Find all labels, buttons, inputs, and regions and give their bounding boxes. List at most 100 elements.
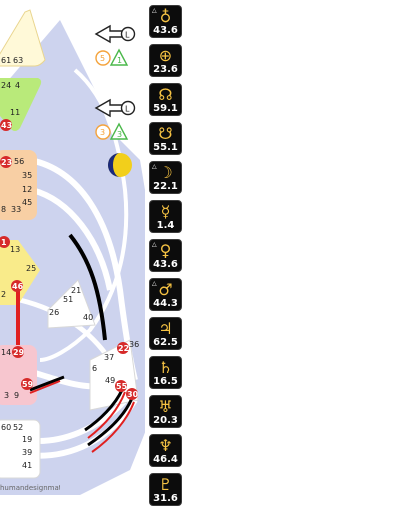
activation-badge xyxy=(126,388,138,400)
mars-icon: ♂ xyxy=(158,280,173,299)
planet-neptune-tile[interactable]: ♆46.4 xyxy=(149,434,182,467)
gate-number: 55 xyxy=(116,382,128,391)
earth-icon: ⊕ xyxy=(158,46,173,65)
gate-number: 6 xyxy=(92,364,97,373)
uranus-icon: ♅ xyxy=(158,397,173,416)
body-silhouette-inner xyxy=(39,68,129,362)
gate-line-value: 43.6 xyxy=(153,25,178,36)
planet-pluto-tile[interactable]: ♇31.6 xyxy=(149,473,182,506)
activation-badge xyxy=(0,236,10,248)
gate-number: 59 xyxy=(22,380,34,389)
gate-number: 33 xyxy=(11,205,21,214)
gate-number: 3 xyxy=(4,391,9,400)
gate-number: 46 xyxy=(12,282,24,291)
tone-number: 5 xyxy=(100,54,105,63)
north-node-icon: ☊ xyxy=(158,85,173,104)
gate-number: 43 xyxy=(1,121,12,130)
triangle-marker-icon: △ xyxy=(152,280,157,287)
gate-number: 56 xyxy=(14,157,24,166)
gate-number: 63 xyxy=(13,56,23,65)
gate-line-value: 23.6 xyxy=(153,64,178,75)
gate-line-value: 22.1 xyxy=(153,181,178,192)
gate-number: 30 xyxy=(127,390,139,399)
planet-north-node-tile[interactable]: ☊59.1 xyxy=(149,83,182,116)
ego-center xyxy=(47,279,96,329)
planet-mercury-tile[interactable]: ☿1.4 xyxy=(149,200,182,233)
arrow-direction: L xyxy=(125,31,130,40)
gate-number: 36 xyxy=(129,340,139,349)
planet-south-node-tile[interactable]: ☋55.1 xyxy=(149,122,182,155)
bodygraph-chart: 61 63 24 4 11 43 23 56 35 12 45 8 33 1 1… xyxy=(0,9,145,495)
channel-design xyxy=(29,380,61,394)
color-number: 3 xyxy=(117,130,122,139)
gate-number: 21 xyxy=(71,286,81,295)
tone-number: 3 xyxy=(100,128,105,137)
gate-line-value: 59.1 xyxy=(153,103,178,114)
planet-mars-tile[interactable]: △♂44.3 xyxy=(149,278,182,311)
g-center xyxy=(0,240,40,305)
activation-badge xyxy=(117,342,129,354)
planet-saturn-tile[interactable]: ♄16.5 xyxy=(149,356,182,389)
variable-arrows: L 5 1 L 3 3 xyxy=(94,24,136,177)
gate-number: 52 xyxy=(13,423,23,432)
footer-url[interactable]: humandesignmatrix.com xyxy=(0,484,60,492)
gate-number: 4 xyxy=(15,81,20,90)
pluto-icon: ♇ xyxy=(158,475,173,494)
gate-number: 51 xyxy=(63,295,73,304)
gate-number: 49 xyxy=(105,376,115,385)
channel-defined xyxy=(87,397,134,447)
neptune-icon: ♆ xyxy=(158,436,173,455)
planet-earth-tile[interactable]: △♁43.6 xyxy=(149,5,182,38)
channel-defined xyxy=(68,233,107,341)
planet-venus-tile[interactable]: △♀43.6 xyxy=(149,239,182,272)
gate-number: 13 xyxy=(10,245,20,254)
planet-earth-tile[interactable]: ⊕23.6 xyxy=(149,44,182,77)
channel-design xyxy=(87,391,126,439)
gate-number: 9 xyxy=(14,391,19,400)
gate-line-value: 55.1 xyxy=(153,142,178,153)
color-number: 1 xyxy=(117,56,122,65)
earth-icon: ♁ xyxy=(159,7,172,26)
gate-number: 12 xyxy=(22,185,32,194)
activation-badge xyxy=(0,119,12,131)
channel-white xyxy=(31,187,113,291)
gate-number: 1 xyxy=(1,238,7,247)
gate-number: 39 xyxy=(22,448,32,457)
moon-icon: ☽ xyxy=(158,163,173,182)
gate-number: 23 xyxy=(1,158,12,167)
activation-badge xyxy=(115,380,127,392)
gate-number: 8 xyxy=(1,205,6,214)
planet-moon-tile[interactable]: △☽22.1 xyxy=(149,161,182,194)
gate-line-value: 62.5 xyxy=(153,337,178,348)
root-center xyxy=(0,419,41,479)
gate-number: 14 xyxy=(1,348,11,357)
planet-activations-column: △♁43.6⊕23.6☊59.1☋55.1△☽22.1☿1.4△♀43.6△♂4… xyxy=(149,5,185,512)
spleen-center xyxy=(89,339,139,411)
mercury-icon: ☿ xyxy=(160,202,171,221)
planet-uranus-tile[interactable]: ♅20.3 xyxy=(149,395,182,428)
planet-jupiter-tile[interactable]: ♃62.5 xyxy=(149,317,182,350)
gate-line-value: 46.4 xyxy=(153,454,178,465)
moon-phase-icon xyxy=(108,153,132,177)
gate-line-value: 16.5 xyxy=(153,376,178,387)
gate-line-value: 20.3 xyxy=(153,415,178,426)
activation-badge xyxy=(0,156,12,168)
gate-number: 11 xyxy=(10,108,20,117)
tone-color-icons: 3 3 xyxy=(95,122,129,140)
gate-number: 41 xyxy=(22,461,32,470)
gate-number: 60 xyxy=(1,423,11,432)
channel-defined xyxy=(29,375,65,392)
gate-number: 61 xyxy=(1,56,11,65)
gate-number: 29 xyxy=(13,348,25,357)
arrow-left-icon: L xyxy=(94,98,136,118)
gate-number: 35 xyxy=(22,171,32,180)
gate-number: 2 xyxy=(1,290,6,299)
gate-line-value: 44.3 xyxy=(153,298,178,309)
gate-number: 25 xyxy=(26,264,36,273)
gate-line-value: 31.6 xyxy=(153,493,178,504)
triangle-marker-icon: △ xyxy=(152,7,157,14)
channel-design xyxy=(91,401,135,453)
activation-badge xyxy=(21,378,33,390)
gate-number: 19 xyxy=(22,435,32,444)
saturn-icon: ♄ xyxy=(158,358,173,377)
